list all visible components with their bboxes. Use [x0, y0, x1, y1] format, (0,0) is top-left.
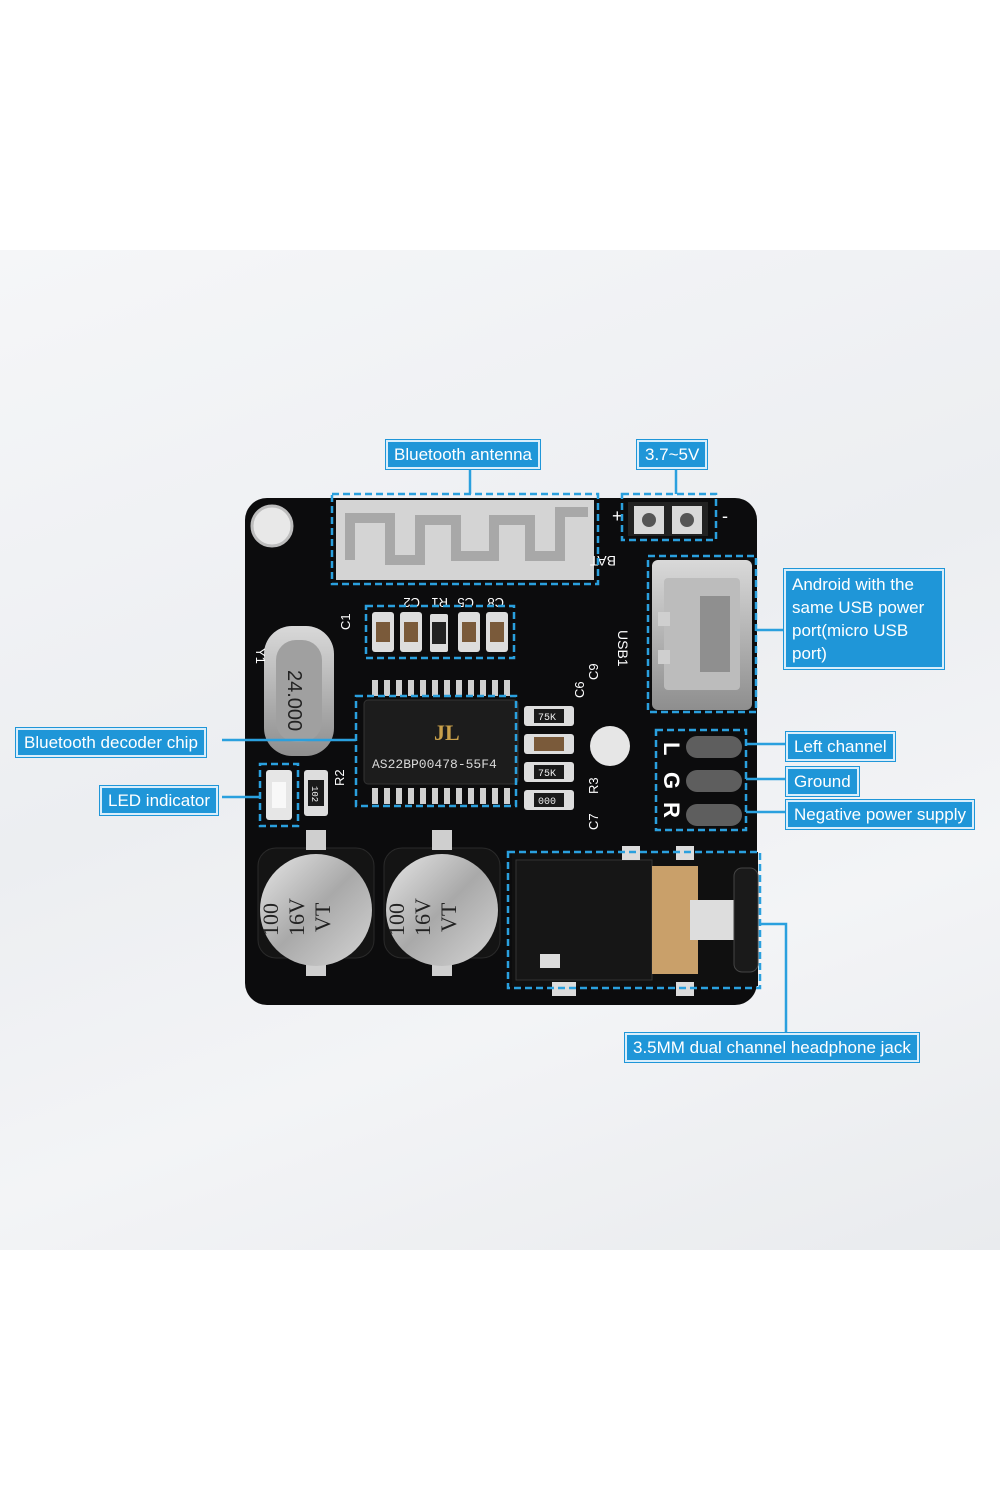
- c5-marking: C5: [457, 595, 474, 610]
- label-left-channel: Left channel: [786, 732, 895, 761]
- chip-pins: [372, 680, 510, 804]
- res-000: 000: [538, 797, 556, 808]
- headphone-jack: [512, 846, 759, 996]
- capacitor-left: [257, 830, 375, 976]
- label-usb-port: Android with the same USB power port(mic…: [784, 569, 944, 669]
- led-component: [266, 770, 328, 820]
- mounting-hole: [250, 504, 294, 548]
- battery-header: [628, 502, 708, 536]
- callout-boxes: [258, 492, 762, 990]
- bluetooth-antenna: [336, 500, 594, 580]
- crystal-marking: 24.000: [283, 670, 305, 731]
- res-102: 102: [309, 786, 319, 802]
- chip-marking: AS22BP00478-55F4: [372, 757, 497, 772]
- cap-right-voltage: 16V: [410, 898, 435, 936]
- r1-marking: R1: [431, 595, 448, 610]
- c9-marking: C9: [586, 663, 601, 680]
- label-led-indicator: LED indicator: [100, 786, 219, 815]
- c2-marking: C2: [403, 595, 420, 610]
- pin-g-marking: G: [659, 772, 684, 789]
- crystal-oscillator: [264, 626, 334, 756]
- bat-plus: +: [612, 506, 623, 526]
- decoder-chip: [363, 699, 519, 785]
- c7-marking: C7: [586, 813, 601, 830]
- cap-right-type: VT: [436, 902, 461, 932]
- bat-minus: -: [722, 506, 728, 526]
- usb1-marking: USB1: [615, 630, 631, 667]
- micro-usb-port: [652, 560, 752, 710]
- res-75k-b: 75K: [538, 769, 556, 780]
- pin-r-marking: R: [659, 802, 684, 818]
- right-passives: [524, 706, 574, 810]
- label-decoder-chip: Bluetooth decoder chip: [16, 728, 206, 757]
- bat-marking: BAT: [589, 553, 616, 569]
- output-pins: [686, 736, 742, 826]
- cap-right-value: 100: [384, 903, 409, 936]
- capacitor-right: [383, 830, 501, 976]
- cap-left-type: VT: [310, 902, 335, 932]
- cap-left-value: 100: [258, 903, 283, 936]
- top-passives: [372, 612, 508, 652]
- c6-marking: C6: [572, 681, 587, 698]
- label-bluetooth-antenna: Bluetooth antenna: [386, 440, 541, 469]
- y1-marking: Y1: [253, 648, 268, 664]
- leader-lines: [222, 464, 788, 1032]
- chip-brand: JL: [434, 720, 460, 745]
- c8-marking: C8: [487, 595, 504, 610]
- label-ground: Ground: [786, 767, 859, 796]
- r3-marking: R3: [586, 777, 601, 794]
- cap-left-voltage: 16V: [284, 898, 309, 936]
- c1-marking: C1: [338, 613, 353, 630]
- label-headphone-jack: 3.5MM dual channel headphone jack: [625, 1033, 919, 1062]
- res-75k-a: 75K: [538, 713, 556, 724]
- label-voltage: 3.7~5V: [637, 440, 708, 469]
- r2-marking: R2: [332, 769, 347, 786]
- pin-l-marking: L: [659, 742, 684, 755]
- label-negative-power: Negative power supply: [786, 800, 974, 829]
- center-hole: [590, 726, 630, 766]
